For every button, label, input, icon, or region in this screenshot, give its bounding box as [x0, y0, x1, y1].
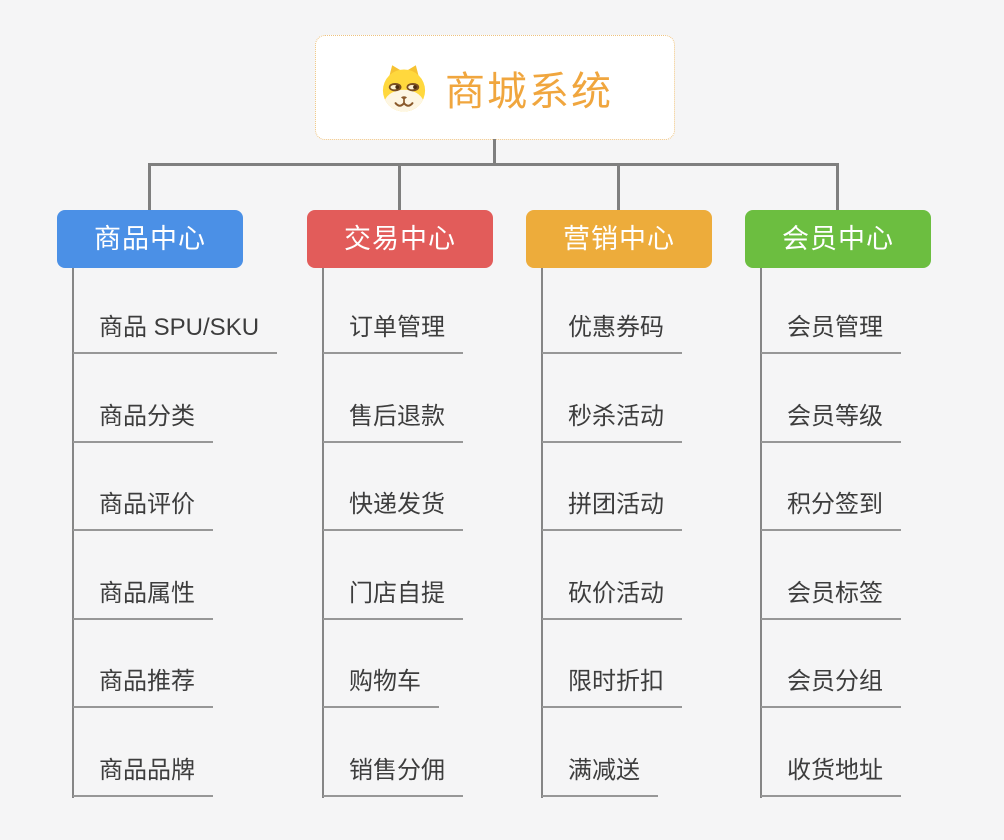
mindmap-node[interactable]: 销售分佣 [323, 750, 463, 797]
connector-branch-vline [760, 268, 762, 798]
leaf-row: 积分签到 [745, 443, 995, 532]
leaf-row: 订单管理 [307, 268, 557, 354]
connector-root-stem [493, 139, 496, 165]
mindmap-node[interactable]: 会员等级 [761, 396, 901, 443]
connector-drop-1 [148, 163, 151, 210]
leaf-row: 满减送 [526, 708, 776, 797]
mindmap-node[interactable]: 购物车 [323, 661, 439, 709]
connector-drop-3 [617, 163, 620, 210]
mindmap-node[interactable]: 满减送 [542, 750, 658, 797]
connector-branch-vline [541, 268, 543, 798]
connector-drop-4 [836, 163, 839, 210]
leaf-row: 拼团活动 [526, 443, 776, 532]
branch-header-member-center[interactable]: 会员中心 [745, 210, 931, 268]
leaf-row: 售后退款 [307, 354, 557, 443]
leaf-row: 商品推荐 [57, 620, 307, 709]
mindmap-node[interactable]: 限时折扣 [542, 661, 682, 709]
leaf-row: 优惠券码 [526, 268, 776, 354]
mindmap-node[interactable]: 商品属性 [73, 573, 213, 620]
mindmap-node[interactable]: 积分签到 [761, 484, 901, 532]
leaf-row: 秒杀活动 [526, 354, 776, 443]
connector-drop-2 [398, 163, 401, 210]
branch-header-trade-center[interactable]: 交易中心 [307, 210, 493, 268]
root-title: 商城系统 [445, 69, 613, 114]
root-node[interactable]: 商城系统 [315, 35, 675, 140]
mindmap-node[interactable]: 收货地址 [761, 750, 901, 797]
leaf-row: 商品属性 [57, 531, 307, 620]
mindmap-node[interactable]: 订单管理 [323, 307, 463, 354]
mindmap-node[interactable]: 会员管理 [761, 307, 901, 354]
leaf-row: 门店自提 [307, 531, 557, 620]
mindmap-node[interactable]: 会员分组 [761, 661, 901, 709]
leaf-row: 快递发货 [307, 443, 557, 532]
leaf-row: 商品分类 [57, 354, 307, 443]
mindmap-node[interactable]: 商品品牌 [73, 750, 213, 797]
mindmap-node[interactable]: 秒杀活动 [542, 396, 682, 443]
branch-product-center: 商品中心 商品 SPU/SKU 商品分类 商品评价 商品属性 商品推荐 商品品牌 [57, 210, 307, 798]
leaf-row: 会员分组 [745, 620, 995, 709]
mindmap-node[interactable]: 拼团活动 [542, 484, 682, 532]
leaf-row: 会员等级 [745, 354, 995, 443]
connector-bus [148, 163, 839, 166]
leaf-row: 购物车 [307, 620, 557, 709]
mindmap-node[interactable]: 商品评价 [73, 484, 213, 532]
connector-branch-vline [322, 268, 324, 798]
mindmap-node[interactable]: 会员标签 [761, 573, 901, 620]
mindmap-node[interactable]: 商品分类 [73, 396, 213, 443]
leaf-row: 会员标签 [745, 531, 995, 620]
branch-trade-center: 交易中心 订单管理 售后退款 快递发货 门店自提 购物车 销售分佣 [307, 210, 557, 798]
mindmap-node[interactable]: 商品推荐 [73, 661, 213, 709]
leaf-row: 砍价活动 [526, 531, 776, 620]
leaf-row: 收货地址 [745, 708, 995, 797]
branch-header-product-center[interactable]: 商品中心 [57, 210, 243, 268]
leaf-row: 商品评价 [57, 443, 307, 532]
mindmap-node[interactable]: 商品 SPU/SKU [73, 307, 278, 354]
mindmap-node[interactable]: 门店自提 [323, 573, 463, 620]
leaf-row: 销售分佣 [307, 708, 557, 797]
branch-marketing-center: 营销中心 优惠券码 秒杀活动 拼团活动 砍价活动 限时折扣 满减送 [526, 210, 776, 798]
branch-member-center: 会员中心 会员管理 会员等级 积分签到 会员标签 会员分组 收货地址 [745, 210, 995, 798]
branch-header-marketing-center[interactable]: 营销中心 [526, 210, 712, 268]
connector-branch-vline [72, 268, 74, 798]
mindmap-node[interactable]: 快递发货 [323, 484, 463, 532]
leaf-row: 商品 SPU/SKU [57, 268, 307, 354]
mindmap-node[interactable]: 砍价活动 [542, 573, 682, 620]
mindmap-node[interactable]: 售后退款 [323, 396, 463, 443]
leaf-row: 限时折扣 [526, 620, 776, 709]
shiba-dog-icon [382, 64, 426, 112]
leaf-row: 会员管理 [745, 268, 995, 354]
mindmap-node[interactable]: 优惠券码 [542, 307, 682, 354]
leaf-row: 商品品牌 [57, 708, 307, 797]
